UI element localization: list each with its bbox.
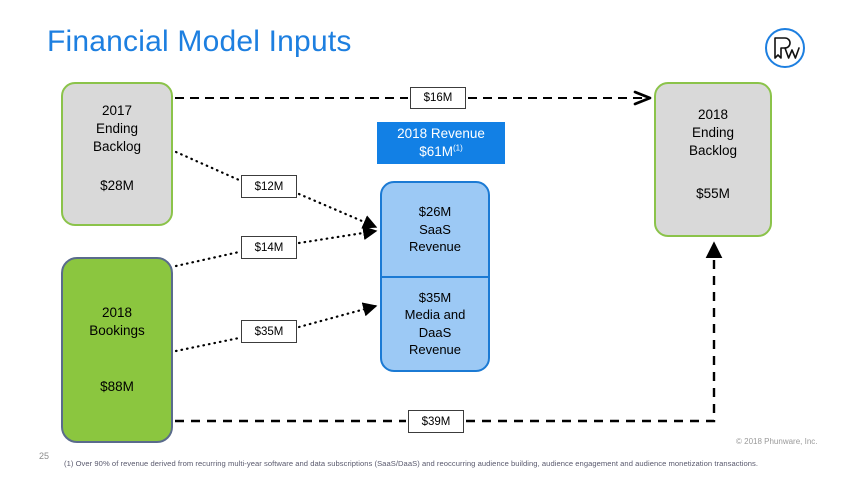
node-2018-bookings-line1: 2018 [101, 305, 133, 321]
node-2018-ending-backlog-title: 2018 Ending Backlog [689, 106, 737, 159]
node-2017-ending-backlog-line1: 2017 [101, 103, 133, 118]
revenue-header-footnote-marker: (1) [453, 143, 463, 153]
node-2017-ending-backlog-line2: Ending [95, 120, 139, 136]
phunware-logo-icon [763, 26, 807, 70]
copyright-notice: © 2018 Phunware, Inc. [736, 437, 818, 446]
node-2017-ending-backlog-amount: $28M [100, 178, 134, 194]
flow-label-12m: $12M [241, 175, 297, 198]
revenue-segment-media-daas[interactable]: $35M Media and DaaS Revenue [382, 278, 488, 371]
revenue-header-2018[interactable]: 2018 Revenue $61M(1) [377, 122, 505, 164]
footnote-text: (1) Over 90% of revenue derived from rec… [64, 459, 759, 468]
revenue-breakdown-box: $26M SaaS Revenue $35M Media and DaaS Re… [380, 181, 490, 372]
revenue-segment-saas-amount: $26M [418, 204, 452, 220]
node-2018-ending-backlog-line1: 2018 [697, 107, 729, 122]
flow-label-35m: $35M [241, 320, 297, 343]
node-2017-ending-backlog[interactable]: 2017 Ending Backlog $28M [61, 82, 173, 226]
flow-label-39m: $39M [408, 410, 464, 433]
node-2018-ending-backlog-line2: Ending [691, 124, 735, 140]
flow-label-16m: $16M [410, 87, 466, 109]
revenue-segment-saas-line2: SaaS [419, 221, 451, 237]
revenue-header-label: 2018 Revenue [397, 125, 485, 141]
node-2018-bookings-title: 2018 Bookings [89, 304, 145, 340]
node-2018-ending-backlog-amount: $55M [696, 186, 730, 202]
revenue-segment-media-daas-line3: DaaS [418, 324, 452, 340]
node-2018-ending-backlog[interactable]: 2018 Ending Backlog $55M [654, 82, 772, 237]
node-2018-ending-backlog-line3: Backlog [688, 142, 738, 158]
revenue-segment-media-daas-line2: Media and [404, 307, 466, 323]
node-2017-ending-backlog-title: 2017 Ending Backlog [93, 102, 141, 155]
revenue-segment-saas-line3: Revenue [408, 238, 462, 254]
page-title: Financial Model Inputs [47, 25, 352, 58]
revenue-header-amount: $61M [419, 144, 453, 159]
page-number: 25 [39, 451, 50, 461]
revenue-segment-media-daas-line4: Revenue [408, 342, 462, 358]
revenue-header-amount-row: $61M(1) [419, 143, 463, 161]
flow-label-14m: $14M [241, 236, 297, 259]
node-2018-bookings[interactable]: 2018 Bookings $88M [61, 257, 173, 443]
node-2017-ending-backlog-line3: Backlog [92, 138, 142, 154]
revenue-segment-saas[interactable]: $26M SaaS Revenue [382, 183, 488, 278]
revenue-segment-media-daas-amount: $35M [418, 289, 452, 305]
node-2018-bookings-line2: Bookings [89, 323, 145, 339]
node-2018-bookings-amount: $88M [100, 378, 134, 394]
